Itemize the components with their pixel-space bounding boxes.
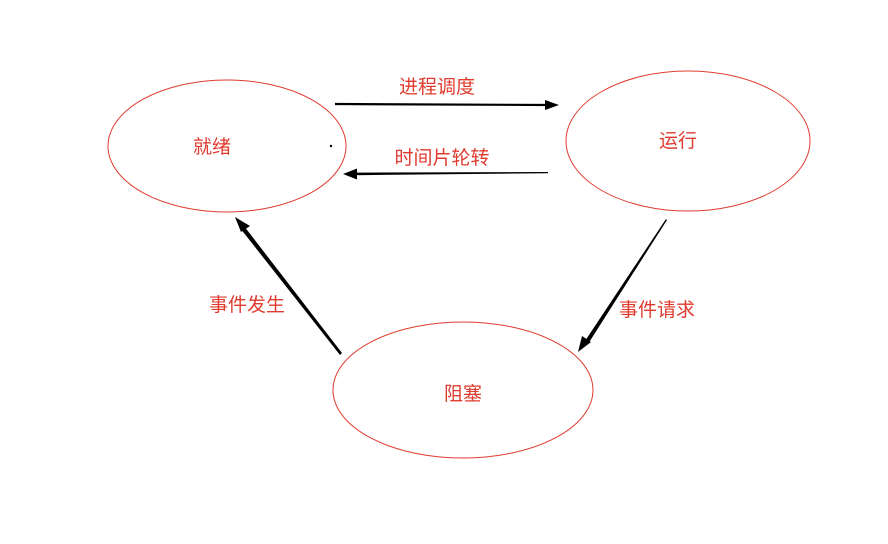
edge-schedule-arrowhead (545, 100, 559, 110)
edge-event-occur: 事件发生 (209, 217, 342, 355)
state-blocked-ellipse (332, 321, 594, 459)
edge-event-request-label: 事件请求 (619, 299, 695, 321)
state-running-ellipse (565, 70, 811, 212)
edge-schedule: 进程调度 (334, 76, 559, 110)
edge-event-occur-line (240, 226, 342, 355)
stray-dot (329, 144, 333, 148)
edge-event-occur-label: 事件发生 (209, 294, 285, 316)
edge-schedule-line (334, 102, 549, 107)
edge-event-occur-arrowhead (235, 217, 250, 232)
edge-event-request-line (585, 219, 667, 344)
edge-event-request: 事件请求 (578, 219, 695, 352)
state-ready-label: 就绪 (193, 136, 231, 158)
edge-event-request-arrowhead (578, 336, 591, 352)
edge-timeslice-line (354, 172, 548, 176)
state-running: 运行 (565, 70, 811, 212)
edge-timeslice-arrowhead (343, 168, 357, 180)
state-ready-ellipse (107, 79, 347, 213)
state-ready: 就绪 (107, 79, 347, 213)
edge-schedule-label: 进程调度 (399, 76, 475, 98)
state-blocked: 阻塞 (332, 321, 594, 459)
state-running-label: 运行 (659, 130, 697, 152)
edge-timeslice-label: 时间片轮转 (394, 147, 489, 169)
edge-timeslice: 时间片轮转 (343, 147, 548, 180)
state-blocked-label: 阻塞 (444, 383, 482, 405)
